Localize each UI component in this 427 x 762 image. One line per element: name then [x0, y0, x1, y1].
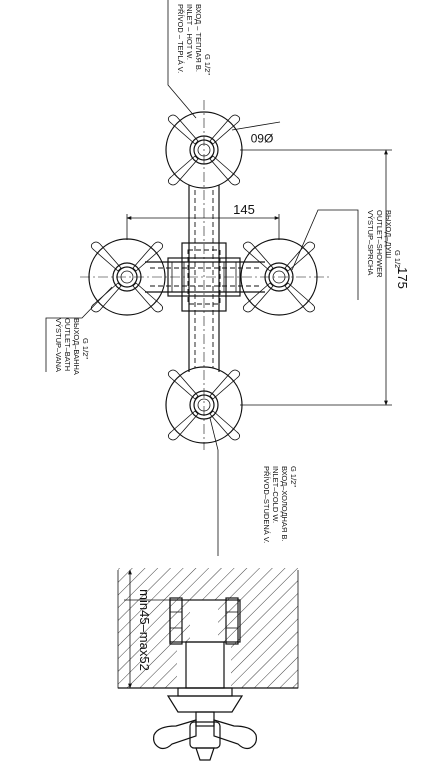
- wall-section: [117, 568, 299, 689]
- dimension-width-label: 145: [233, 202, 255, 217]
- leader-bath: [45, 286, 113, 372]
- dimension-145: [126, 214, 280, 240]
- leader-hot: [167, 0, 197, 119]
- valve-shower-top: [240, 238, 318, 316]
- dimension-175: [240, 149, 392, 406]
- central-body: [167, 242, 241, 312]
- dimension-depth-label: min45–max52: [137, 589, 152, 671]
- dimension-diameter-label: Ø60: [250, 131, 273, 145]
- label-bath-outlet: VÝSTUP–VANA OUTLET–BATH ВЫХОД–ВАННА G 1/…: [54, 318, 90, 377]
- label-shower-outlet: VÝSTUP–SPRCHA OUTLET–SHOWER ВЫХОД–ДУШ G …: [366, 210, 402, 280]
- valve-body-section: [166, 597, 244, 727]
- label-cold-inlet: PŘÍVOD–STUDENÁ V. INLET–COLD W. ВХОД–ХОЛ…: [262, 466, 298, 545]
- dimension-height-label: 175: [395, 267, 410, 289]
- dimension-depth: [124, 569, 170, 689]
- label-hot-inlet: PŘÍVOD – TEPLÁ V. INLET – HOT W. ВХОД – …: [176, 4, 212, 75]
- dimension-diameter-leader: [231, 121, 281, 131]
- valve-handle-side: [153, 719, 257, 761]
- leader-cold: [209, 417, 219, 556]
- leader-shower: [291, 209, 359, 300]
